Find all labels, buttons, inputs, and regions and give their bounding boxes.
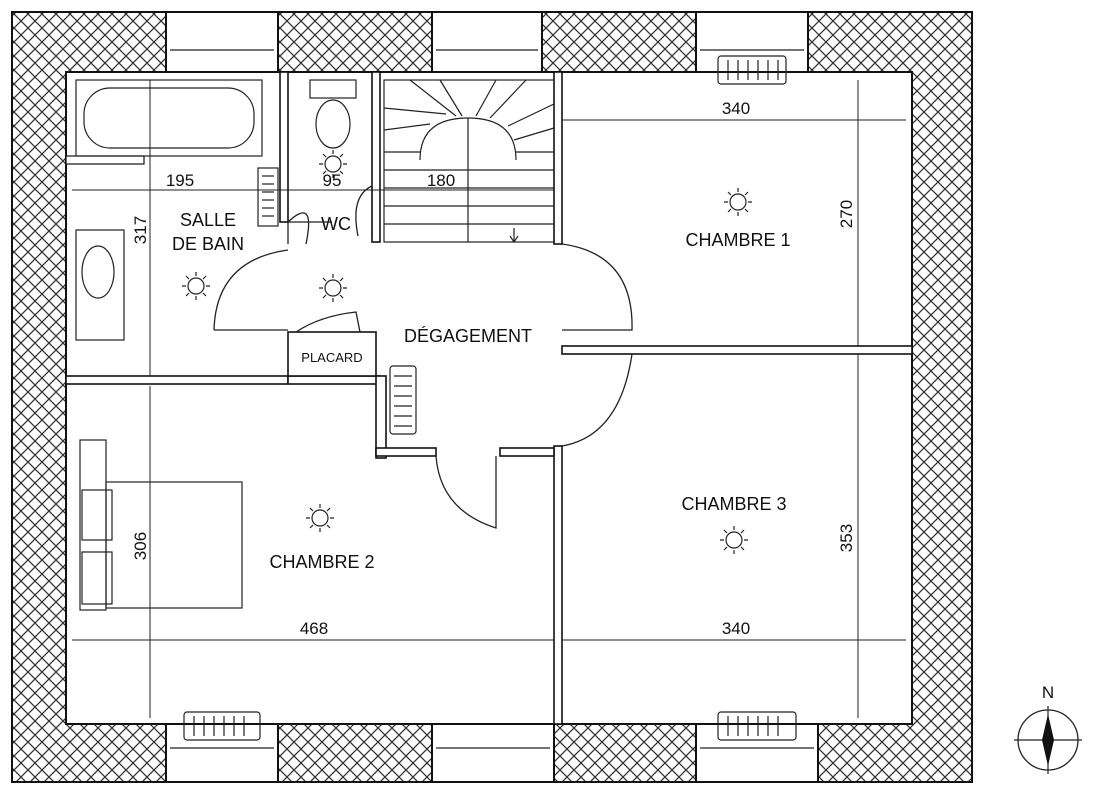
room-label-chambre3: CHAMBRE 3: [681, 494, 786, 514]
washbasin: [75, 229, 125, 341]
room-label-degagement: DÉGAGEMENT: [404, 326, 532, 346]
dimension-chambre3-depth: 353: [837, 524, 856, 552]
room-label-chambre2: CHAMBRE 2: [269, 552, 374, 572]
staircase: [383, 79, 555, 244]
bathtub: [75, 79, 263, 157]
radiator-chambre1: [717, 55, 787, 85]
compass-icon: [1014, 706, 1082, 774]
exterior-walls: [11, 11, 973, 783]
dimension-stair-width: 180: [427, 171, 455, 190]
room-label-salle-de-bain-1: SALLE: [180, 210, 236, 230]
room-label-salle-de-bain-2: DE BAIN: [172, 234, 244, 254]
radiator-degagement: [389, 365, 417, 435]
dimension-chambre2-width: 468: [300, 619, 328, 638]
dimension-bath-width: 195: [166, 171, 194, 190]
room-label-chambre1: CHAMBRE 1: [685, 230, 790, 250]
radiator-chambre2: [183, 711, 261, 741]
room-label-placard: PLACARD: [301, 350, 362, 365]
dimension-chambre1-width: 340: [722, 99, 750, 118]
light-icons: [182, 150, 752, 554]
radiator-bathroom: [257, 167, 279, 227]
compass-north-label: N: [1042, 683, 1054, 702]
dimension-wc-width: 95: [323, 171, 342, 190]
dimension-bath-depth: 317: [131, 216, 150, 244]
doors: [213, 185, 633, 529]
dimension-chambre2-depth: 306: [131, 532, 150, 560]
bed: [79, 439, 243, 611]
dimension-lines: [72, 80, 906, 718]
room-label-wc: WC: [321, 214, 351, 234]
toilet: [309, 79, 357, 149]
radiator-chambre3: [717, 711, 797, 741]
dimension-chambre3-width: 340: [722, 619, 750, 638]
interior-walls: [65, 71, 913, 725]
dimension-chambre1-depth: 270: [837, 200, 856, 228]
